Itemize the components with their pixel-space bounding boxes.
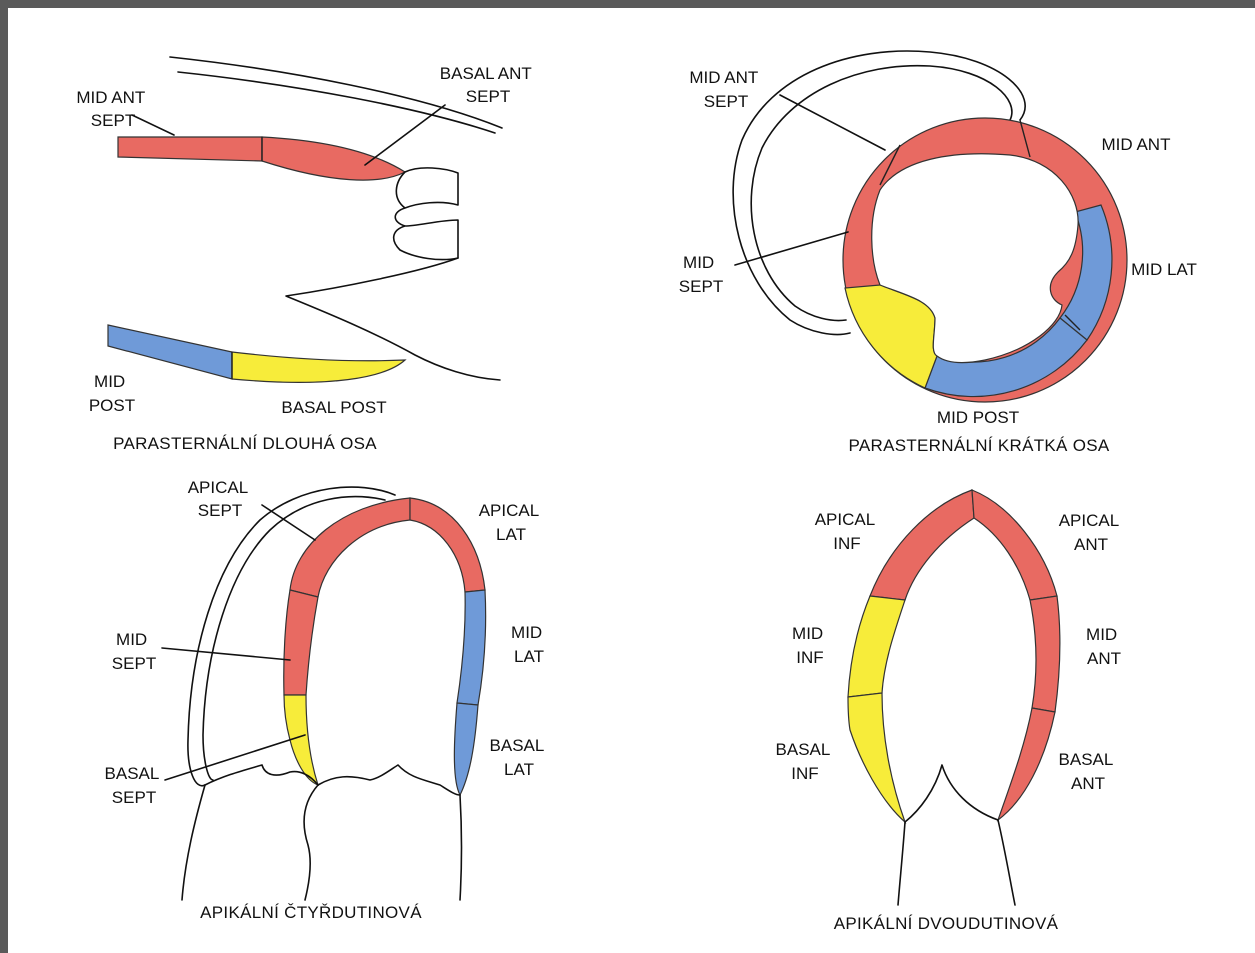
psax-caption: PARASTERNÁLNÍ KRÁTKÁ OSA	[848, 436, 1109, 455]
a2c-segment-basal-inf	[848, 693, 905, 822]
a2c-label-apical-ant: APICAL ANT	[1059, 511, 1124, 554]
a4c-label-apical-sept: APICAL SEPT	[188, 478, 253, 520]
plax-label-basal-ant-sept: BASAL ANT SEPT	[440, 64, 536, 106]
a4c-view: APICAL SEPT APICAL LAT MID SEPT MID LAT …	[105, 478, 549, 922]
a2c-label-mid-inf: MID INF	[792, 624, 828, 667]
plax-label-basal-post: BASAL POST	[281, 398, 386, 417]
a2c-mitral-outline	[905, 765, 998, 822]
plax-segment-mid-post	[108, 325, 232, 379]
plax-segment-basal-ant-sept	[262, 137, 405, 180]
a2c-label-basal-inf: BASAL INF	[776, 740, 835, 783]
psax-label-mid-lat: MID LAT	[1131, 260, 1197, 279]
a2c-segment-apical-ant	[972, 490, 1057, 600]
a2c-segment-apical-inf	[870, 490, 974, 600]
psax-label-mid-post: MID POST	[937, 408, 1019, 427]
plax-caption: PARASTERNÁLNÍ DLOUHÁ OSA	[113, 434, 377, 453]
plax-label-mid-post: MID POST	[89, 372, 135, 415]
a2c-segment-basal-ant	[998, 708, 1055, 820]
a4c-segment-mid-lat	[457, 590, 486, 705]
psax-view: MID ANT SEPT MID ANT MID LAT MID SEPT MI…	[679, 51, 1197, 455]
a4c-label-basal-sept: BASAL SEPT	[105, 764, 164, 807]
a4c-segment-apical-lat	[410, 498, 485, 592]
a2c-caption: APIKÁLNÍ DVOUDUTINOVÁ	[834, 914, 1059, 933]
plax-segment-basal-post	[232, 352, 405, 382]
a2c-segment-mid-inf	[848, 596, 905, 697]
a2c-label-apical-inf: APICAL INF	[815, 510, 880, 553]
a4c-atria-outline	[205, 765, 460, 795]
plax-label-mid-ant-sept: MID ANT SEPT	[76, 88, 149, 130]
plax-view: MID ANT SEPT BASAL ANT SEPT MID POST BAS…	[76, 57, 536, 453]
cardiac-segments-diagram: MID ANT SEPT BASAL ANT SEPT MID POST BAS…	[8, 8, 1255, 953]
psax-label-mid-sept: MID SEPT	[679, 253, 723, 296]
a4c-label-basal-lat: BASAL LAT	[490, 736, 549, 779]
a4c-segment-basal-lat	[454, 703, 478, 795]
a2c-label-basal-ant: BASAL ANT	[1059, 750, 1118, 793]
psax-label-mid-ant: MID ANT	[1102, 135, 1171, 154]
psax-label-mid-ant-sept: MID ANT SEPT	[689, 68, 762, 111]
a2c-view: APICAL INF APICAL ANT MID INF MID ANT BA…	[776, 490, 1124, 933]
plax-aortic-root	[394, 168, 458, 260]
a2c-label-mid-ant: MID ANT	[1086, 625, 1122, 668]
a4c-label-mid-sept: MID SEPT	[112, 630, 156, 673]
a4c-label-mid-lat: MID LAT	[511, 623, 547, 666]
diagram-canvas: MID ANT SEPT BASAL ANT SEPT MID POST BAS…	[8, 8, 1255, 953]
a4c-label-apical-lat: APICAL LAT	[479, 501, 544, 544]
a4c-segment-apical-sept	[290, 498, 410, 597]
a4c-segment-mid-sept	[284, 590, 318, 695]
plax-segment-mid-ant-sept	[118, 137, 262, 161]
a4c-caption: APIKÁLNÍ ČTYŘDUTINOVÁ	[200, 903, 422, 922]
a2c-segment-mid-ant	[1030, 596, 1060, 712]
